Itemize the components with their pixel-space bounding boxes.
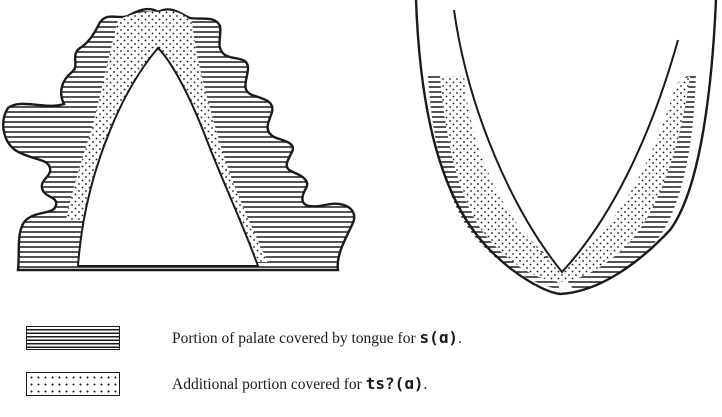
legend-row-dots: Additional portion covered for ts?(ɑ). bbox=[26, 364, 120, 404]
dotted-swatch bbox=[26, 372, 120, 396]
legend-label-dots: Additional portion covered for ts?(ɑ). bbox=[172, 374, 427, 394]
striped-swatch bbox=[26, 326, 120, 350]
legend-row-stripes: Portion of palate covered by tongue for … bbox=[26, 318, 120, 358]
palate-diagram-right bbox=[416, 0, 716, 294]
legend-symbol-ts: ts?(ɑ) bbox=[366, 374, 424, 393]
palate-diagram-left bbox=[3, 9, 354, 270]
legend-symbol-s: s(ɑ) bbox=[420, 328, 459, 347]
legend-label-stripes: Portion of palate covered by tongue for … bbox=[172, 328, 462, 348]
